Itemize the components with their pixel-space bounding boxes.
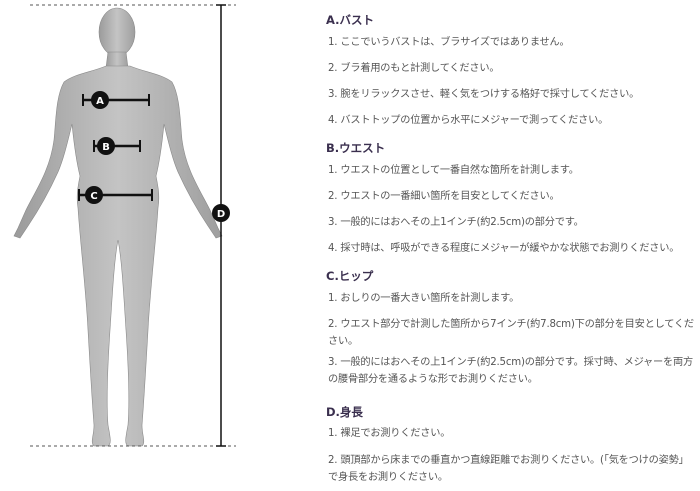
hip-item-2: 2. ウエスト部分で計測した箇所から7インチ(約7.8cm)下の部分を目安として… <box>328 319 694 347</box>
section-title-waist: B.ウエスト <box>326 141 386 155</box>
bust-item-1: 1. ここでいうバストは、ブラサイズではありません。 <box>328 37 570 48</box>
marker-c-badge: C <box>85 186 103 204</box>
body-silhouette-illustration: A B C D <box>13 4 236 447</box>
height-item-2: 2. 頭頂部から床までの垂直かつ直線距離でお測りください。(「気をつけの姿勢」で… <box>328 455 689 483</box>
marker-c-letter: C <box>90 191 97 202</box>
body-measurement-figure: A B C D <box>0 0 250 487</box>
body-silhouette <box>13 7 223 447</box>
marker-d-badge: D <box>212 204 230 222</box>
marker-d-letter: D <box>217 209 225 220</box>
height-item-1: 1. 裸足でお測りください。 <box>328 428 451 439</box>
bust-item-2: 2. ブラ着用のもと計測してください。 <box>328 63 500 74</box>
section-title-height: D.身長 <box>326 405 363 419</box>
hip-item-1: 1. おしりの一番大きい箇所を計測します。 <box>328 293 520 304</box>
section-title-hip: C.ヒップ <box>326 269 374 283</box>
hip-item-3: 3. 一般的にはおへその上1インチ(約2.5cm)の部分です。採寸時、メジャーを… <box>328 357 693 385</box>
bust-item-3: 3. 腕をリラックスさせ、軽く気をつけする格好で採寸してください。 <box>328 89 640 100</box>
marker-a-letter: A <box>96 96 104 107</box>
waist-item-2: 2. ウエストの一番細い箇所を目安としてください。 <box>328 191 560 202</box>
marker-b-badge: B <box>97 137 115 155</box>
marker-b-letter: B <box>102 142 110 153</box>
waist-item-3: 3. 一般的にはおへその上1インチ(約2.5cm)の部分です。 <box>328 217 584 228</box>
marker-a-badge: A <box>91 91 109 109</box>
section-title-bust: A.バスト <box>326 13 374 27</box>
waist-item-1: 1. ウエストの位置として一番自然な箇所を計測します。 <box>328 165 579 176</box>
bust-item-4: 4. バストトップの位置から水平にメジャーで測ってください。 <box>328 115 609 126</box>
waist-item-4: 4. 採寸時は、呼吸ができる程度にメジャーが緩やかな状態でお測りください。 <box>328 243 680 254</box>
